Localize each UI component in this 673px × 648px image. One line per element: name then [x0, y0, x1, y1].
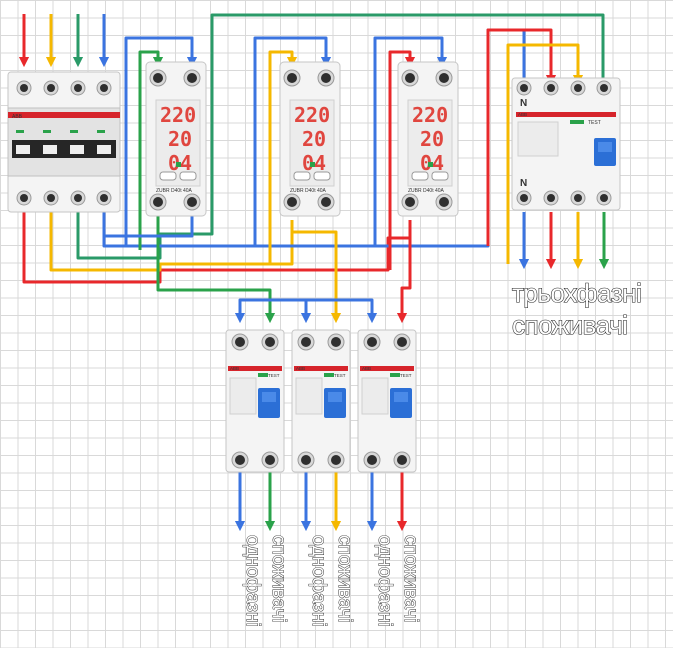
rcd3-in-yellow-wire — [506, 43, 584, 264]
relay2-in-yellow-wire — [268, 50, 298, 264]
relay-voltage-readout: 220 — [294, 103, 330, 127]
single-phase-consumers-label-line1: однофазні — [308, 535, 329, 627]
breaker-l2-out-wire — [49, 212, 294, 272]
single-phase-label-1: однофазні споживачі — [242, 535, 290, 628]
relay-brand-label: ZUBR D40t 40A — [156, 188, 193, 194]
single-phase-consumers-label-line2: споживачі — [268, 535, 289, 623]
rcd1-brand: ABB — [296, 366, 305, 371]
rcd-single-phase-1: ABB TEST — [225, 329, 285, 473]
single-phase-consumers-label-line1: однофазні — [374, 535, 395, 627]
rcd-single-phase-3: ABB TEST — [357, 329, 417, 473]
wires — [18, 13, 610, 532]
single-phase-label-3: однофазні споживачі — [374, 535, 422, 628]
relay-voltage-readout: 220 — [160, 103, 196, 127]
relay-current-readout: 20 — [168, 127, 192, 151]
relay-voltage-readout: 220 — [412, 103, 448, 127]
relay-current-readout: 20 — [302, 127, 326, 151]
rcd3-n-label-bottom: N — [520, 178, 527, 189]
breaker-l3-out-wire — [76, 13, 605, 260]
rcd3-in-red-wire — [486, 28, 557, 246]
main-breaker-bottom-terminals — [16, 190, 112, 206]
three-phase-consumers-label-line1: трьохфазні — [512, 278, 641, 308]
relay2-in-blue-wire — [253, 36, 332, 246]
rcd3-n-label-top: N — [520, 98, 527, 109]
voltage-relay-3: 220 20 04 ZUBR D40t 40A — [397, 61, 459, 217]
rcd1-brand: ABB — [362, 366, 371, 371]
relay2-out-yellow-wire — [290, 220, 342, 324]
main-breaker-brand: ABB — [12, 114, 23, 120]
three-phase-consumers-label-line2: споживачі — [512, 310, 627, 340]
rcd1-test-label: TEST — [334, 373, 346, 378]
relay3-out-blue-wire — [240, 298, 378, 324]
single-phase-label-2: однофазні споживачі — [308, 535, 356, 628]
rcd3-test-label: TEST — [588, 120, 601, 126]
relay3-in-blue-wire — [373, 36, 448, 246]
relay3-out-red-wire — [396, 238, 412, 324]
relay-current-readout: 20 — [420, 127, 444, 151]
single-phase-consumers-label-line1: однофазні — [242, 535, 263, 627]
main-breaker-top-terminals — [16, 80, 112, 96]
rcd1-test-label: TEST — [268, 373, 280, 378]
single-phase-consumers-label-line2: споживачі — [400, 535, 421, 623]
relay1-out-green-wire — [156, 212, 276, 324]
rcd1-test-label: TEST — [400, 373, 412, 378]
voltage-relay-1: 220 20 04 ZUBR D40t 40A — [145, 61, 207, 217]
main-breaker: ABB — [7, 71, 121, 213]
single-phase-consumers-label-line2: споживачі — [334, 535, 355, 623]
rcd-three-phase: ABB TEST N — [511, 77, 621, 211]
relay-brand-label: ZUBR D40t 40A — [290, 188, 327, 194]
voltage-relay-2: 220 20 04 ZUBR D40t 40A — [279, 61, 341, 217]
rcd1-brand: ABB — [230, 366, 239, 371]
rcd-single-phase-2: ABB TEST — [291, 329, 351, 473]
breaker-l1-out-wire — [22, 212, 412, 284]
relay3-in-red-wire — [388, 50, 416, 270]
relay-brand-label: ZUBR D40t 40A — [408, 188, 445, 194]
relay1-in-green-wire — [138, 50, 164, 250]
rcd3-brand: ABB — [518, 112, 527, 117]
relay1-in-blue-wire — [124, 36, 198, 246]
